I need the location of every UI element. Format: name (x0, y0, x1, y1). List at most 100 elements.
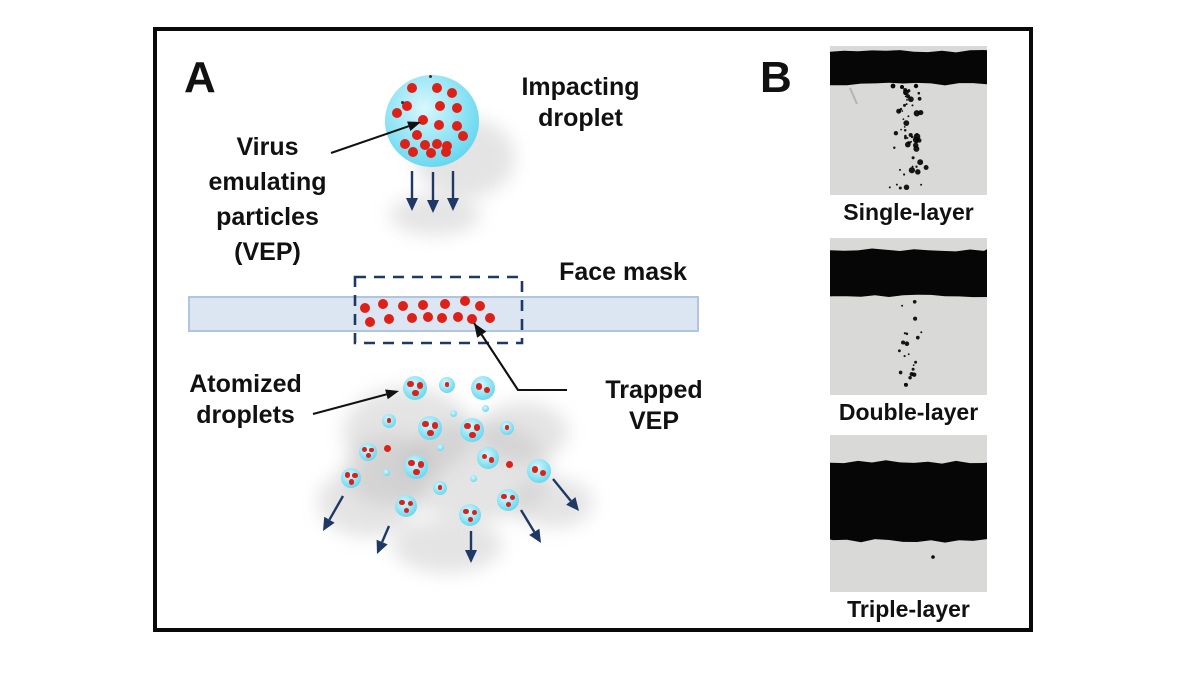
vep-label: Virus emulating particles (VEP) (208, 133, 327, 266)
panel-b-label: B (760, 53, 792, 102)
filtrate-speck (915, 335, 920, 340)
atomized-vep-dot (362, 446, 368, 452)
atomized-vep-dot (422, 420, 429, 428)
filtrate-speck (912, 364, 915, 367)
vep-dot (435, 101, 445, 111)
mask-vep-dot (460, 296, 470, 306)
haze-shadow (392, 517, 502, 573)
atomized-vep-dot (475, 383, 483, 390)
atomized-vep-dot (539, 469, 547, 477)
filtrate-speck (903, 126, 906, 128)
vep-dot (432, 139, 442, 149)
atomized-vep-dot (444, 382, 450, 387)
filtrate-speck (901, 304, 904, 307)
atomized-vep-dot (431, 422, 439, 429)
atomized-vep-dot (531, 466, 539, 473)
filtrate-speck (903, 383, 907, 386)
vep-dot (458, 131, 468, 141)
mask-vep-dot (467, 314, 477, 324)
filtrate-speck (904, 141, 911, 148)
atomized-vep-dot (417, 461, 425, 468)
atomized-vep-dot (407, 500, 414, 507)
filtrate-speck (912, 372, 917, 377)
face-mask-label: Face mask (559, 258, 687, 286)
atomized-vep-dot (412, 389, 419, 397)
atomized-vep-dot (471, 509, 478, 516)
vep-dot (426, 148, 436, 158)
photo-caption-1: Single-layer (843, 199, 974, 225)
filtrate-speck (914, 360, 918, 364)
filtrate-speck (910, 140, 913, 143)
filtrate-speck (903, 87, 908, 92)
atomized-droplet (359, 443, 377, 461)
atomized-droplet (477, 447, 499, 469)
filtrate-speck (899, 107, 903, 111)
free-vep-dot (505, 460, 513, 468)
filtrate-speck (906, 98, 908, 101)
filtrate-speck (920, 331, 923, 334)
filtrate-speck (913, 145, 920, 152)
atomized-droplet (418, 416, 442, 440)
mask-vep-dot (440, 299, 450, 309)
dust-speck (400, 100, 404, 104)
photo-image (830, 238, 987, 395)
trapped-vep-label: Trapped VEP (605, 376, 703, 435)
filtrate-speck (890, 83, 896, 89)
filtrate-speck (931, 555, 935, 559)
vep-dot (418, 115, 428, 125)
mask-vep-dot (418, 300, 428, 310)
filtrate-speck (911, 367, 915, 371)
mask-band (830, 248, 987, 298)
mask-photo-double-layer (830, 238, 987, 395)
atomized-vep-dot (365, 453, 371, 459)
filtrate-speck (910, 135, 914, 139)
filtrate-speck (917, 159, 924, 166)
filtrate-speck (898, 168, 902, 171)
atomized-droplet (404, 455, 428, 479)
filtrate-speck (888, 186, 891, 189)
filtrate-speck (915, 169, 921, 175)
vep-dot (432, 83, 442, 93)
filtrate-speck (917, 91, 921, 95)
mask-vep-dot (407, 313, 417, 323)
atomized-vep-dot (348, 479, 355, 485)
atomized-vep-dot (467, 516, 474, 523)
mask-vep-dot (360, 303, 370, 313)
filtrate-speck (903, 184, 910, 191)
filtrate-speck (903, 173, 906, 176)
filtrate-speck (904, 95, 907, 98)
filtrate-speck (913, 83, 919, 89)
filtrate-speck (903, 129, 907, 132)
filtrate-speck (904, 134, 907, 138)
filtrate-speck (906, 136, 909, 139)
atomized-vep-dot (427, 429, 434, 437)
filtrate-speck (902, 118, 905, 121)
vep-dot (420, 140, 430, 150)
atomized-vep-dot (469, 431, 476, 439)
photo-caption-2: Double-layer (838, 399, 979, 425)
atomized-vep-dot (344, 472, 351, 478)
filtrate-speck (914, 133, 917, 136)
filtrate-speck (905, 332, 909, 336)
vep-dot (434, 120, 444, 130)
atomized-vep-dot (369, 447, 375, 453)
filtrate-speck (923, 165, 929, 170)
mask-vep-dot (485, 313, 495, 323)
atomized-vep-dot (488, 457, 495, 463)
vep-dot (442, 141, 452, 151)
atomized-vep-dot (504, 425, 510, 430)
free-vep-dot (383, 444, 391, 452)
filtrate-speck (915, 165, 918, 168)
mask-vep-dot (384, 314, 394, 324)
filtrate-speck (905, 103, 908, 106)
vep-dot (408, 147, 418, 157)
vep-dot (447, 88, 457, 98)
filtrate-speck (914, 139, 919, 144)
filtrate-speck (903, 120, 910, 126)
atomized-vep-dot (403, 507, 410, 514)
filtrate-speck (907, 115, 910, 118)
atomized-droplet (403, 376, 427, 400)
filtrate-speck (901, 110, 904, 112)
filtrate-speck (908, 167, 916, 174)
filtrate-speck (917, 96, 922, 101)
